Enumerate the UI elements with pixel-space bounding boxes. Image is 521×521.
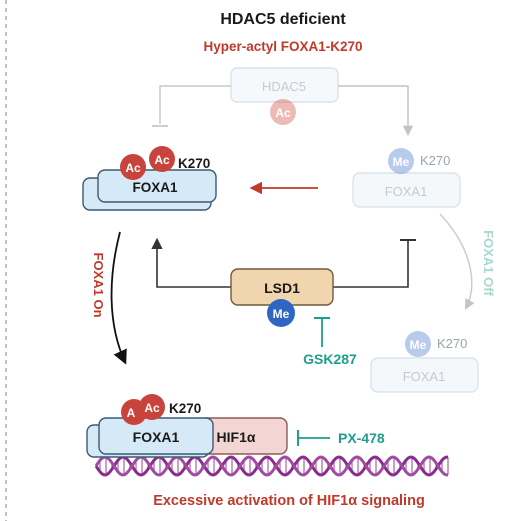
foxa1-off-box: FOXA1 (370, 357, 479, 393)
hdac5-inhibit-line (159, 85, 231, 124)
foxa1-acetylated-complex: FOXA1 (82, 169, 217, 211)
hdac5-to-foxa1-arrow (338, 85, 414, 137)
lsd1-box: LSD1 (230, 268, 334, 306)
svg-text:Ac: Ac (125, 161, 141, 175)
hdac5-ac-badge: Ac (270, 99, 296, 125)
k270-label-right: K270 (420, 153, 450, 168)
foxa1-methylated-box: FOXA1 (352, 172, 461, 208)
me-badge-right: Me (388, 148, 414, 174)
svg-text:Ac: Ac (154, 153, 170, 167)
svg-text:LSD1: LSD1 (264, 280, 300, 296)
ac-badge-left-2: Ac (149, 146, 175, 172)
foxa1-on-label: FOXA1 On (91, 252, 106, 317)
foxa1-off-arrow (439, 213, 475, 310)
dna-helix (94, 455, 449, 477)
hif1a-box: HIF1α (199, 417, 288, 455)
ac-badge-bottom-2: Ac (139, 394, 165, 420)
svg-text:A: A (127, 406, 136, 420)
hdac5-box: HDAC5 (230, 67, 339, 103)
foxa1-off-label: FOXA1 Off (481, 230, 496, 296)
svg-text:Ac: Ac (275, 106, 291, 120)
diagram-title: HDAC5 deficient (220, 11, 346, 28)
ac-badge-left-1: Ac (120, 154, 146, 180)
lsd1-inhibit-line (333, 240, 409, 288)
px478-label: PX-478 (338, 430, 385, 446)
k270-label-left: K270 (178, 156, 210, 171)
foxa1-on-arrow (110, 231, 127, 365)
svg-text:Ac: Ac (144, 401, 160, 415)
svg-text:Me: Me (393, 155, 410, 169)
k270-label-off: K270 (437, 336, 467, 351)
svg-text:FOXA1: FOXA1 (132, 180, 178, 195)
svg-text:Me: Me (273, 307, 290, 321)
svg-text:HDAC5: HDAC5 (262, 79, 306, 94)
lsd1-to-foxa1-arrow (151, 237, 231, 288)
svg-text:HIF1α: HIF1α (217, 429, 256, 445)
svg-text:FOXA1: FOXA1 (403, 369, 446, 384)
diagram-subtitle: Hyper-actyl FOXA1-K270 (203, 39, 362, 54)
bottom-caption: Excessive activation of HIF1α signaling (153, 493, 425, 509)
svg-text:FOXA1: FOXA1 (385, 184, 428, 199)
k270-label-bottom: K270 (169, 401, 201, 416)
svg-text:Me: Me (410, 338, 427, 352)
gsk287-label: GSK287 (303, 351, 357, 367)
svg-text:FOXA1: FOXA1 (133, 429, 180, 445)
foxa1-hif1a-complex: FOXA1 (86, 417, 214, 458)
me-badge-off: Me (405, 331, 431, 357)
lsd1-me-badge: Me (267, 299, 295, 327)
